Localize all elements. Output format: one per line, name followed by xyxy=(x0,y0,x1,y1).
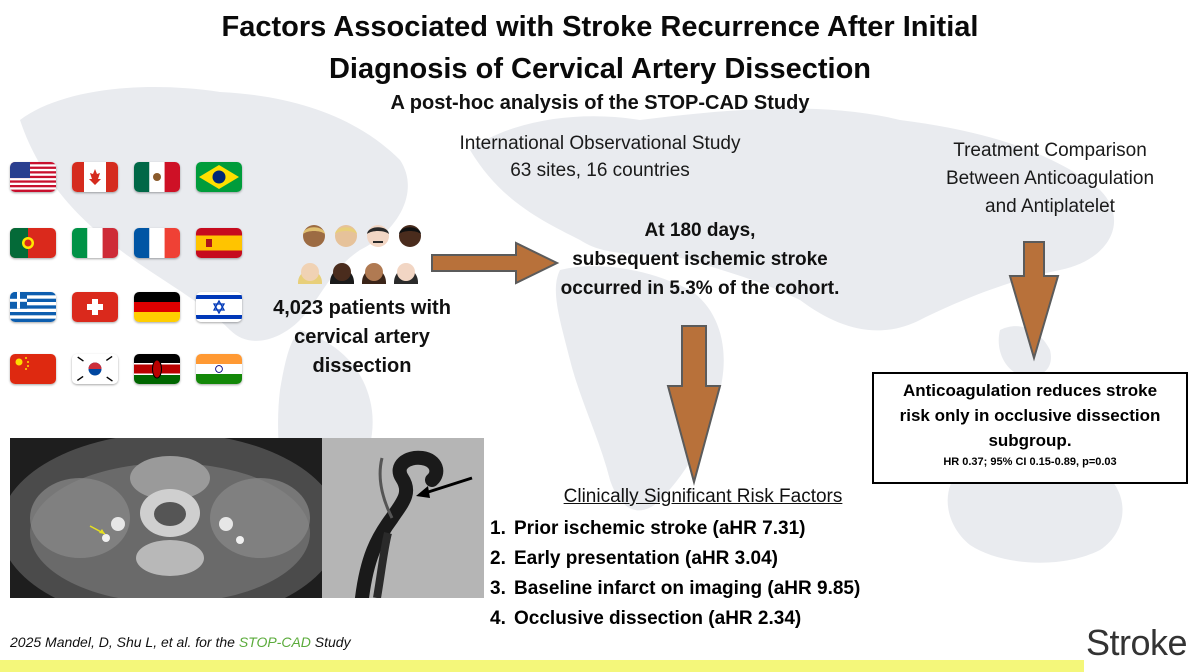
usa-flag xyxy=(10,162,56,192)
france-flag xyxy=(134,228,180,258)
china-flag xyxy=(10,354,56,384)
outcome-line-3: occurred in 5.3% of the cohort. xyxy=(560,278,840,299)
outcome-statement: At 180 days, subsequent ischemic stroke … xyxy=(520,216,880,303)
risk-factor-item: 4. Occlusive dissection (aHR 2.34) xyxy=(490,604,860,634)
italy-flag xyxy=(72,228,118,258)
germany-flag xyxy=(134,292,180,322)
person-icon xyxy=(361,263,387,284)
citation-authors: 2025 Mandel, D, Shu L, et al. for the xyxy=(10,634,239,650)
hazard-ratio-stats: HR 0.37; 95% CI 0.15-0.89, p=0.03 xyxy=(943,456,1117,468)
person-icon xyxy=(303,225,325,247)
risk-factor-label: Occlusive dissection (aHR 2.34) xyxy=(514,608,802,629)
spain-flag xyxy=(196,228,242,258)
risk-factor-item: 3. Baseline infarct on imaging (aHR 9.85) xyxy=(490,574,860,604)
outcome-line-1: At 180 days, xyxy=(644,220,756,241)
bottom-accent-bar xyxy=(0,660,1084,672)
risk-factor-item: 1. Prior ischemic stroke (aHR 7.31) xyxy=(490,514,860,544)
page-title: Factors Associated with Stroke Recurrenc… xyxy=(0,6,1200,90)
person-icon xyxy=(399,225,421,247)
south-korea-flag xyxy=(72,354,118,384)
treatment-comparison: Treatment Comparison Between Anticoagula… xyxy=(900,137,1200,221)
citation-suffix: Study xyxy=(310,634,351,650)
arrow-down-icon xyxy=(666,325,722,486)
ac-line-1: Anticoagulation reduces stroke xyxy=(902,381,1158,400)
india-flag xyxy=(196,354,242,384)
risk-factor-item: 2. Early presentation (aHR 3.04) xyxy=(490,544,860,574)
person-icon xyxy=(393,263,419,284)
person-icon xyxy=(329,263,355,284)
brazil-flag xyxy=(196,162,242,192)
risk-factors-list: 1. Prior ischemic stroke (aHR 7.31) 2. Ear… xyxy=(490,514,860,634)
study-line-2: 63 sites, 16 countries xyxy=(510,160,690,181)
outcome-line-2: subsequent ischemic stroke xyxy=(572,249,828,270)
risk-factors-heading: Clinically Significant Risk Factors xyxy=(563,486,843,507)
anticoagulation-result-box: Anticoagulation reduces stroke risk only… xyxy=(872,372,1188,484)
patients-line-2: cervical artery xyxy=(294,326,430,348)
anticoagulation-statement: Anticoagulation reduces stroke risk only… xyxy=(874,378,1186,453)
treatment-line-2: Between Anticoagulation xyxy=(945,168,1155,189)
patients-line-3: dissection xyxy=(312,355,412,377)
journal-logo: Stroke xyxy=(1086,622,1188,663)
ac-line-3: subgroup. xyxy=(988,431,1072,450)
risk-factor-number: 3. xyxy=(490,578,506,599)
mri-scan-image xyxy=(10,438,322,598)
citation: 2025 Mandel, D, Shu L, et al. for the ST… xyxy=(10,634,351,650)
canada-flag xyxy=(72,162,118,192)
arrow-right-icon xyxy=(431,241,560,285)
title-line-2: Diagnosis of Cervical Artery Dissection xyxy=(328,53,872,85)
subtitle: A post-hoc analysis of the STOP-CAD Stud… xyxy=(390,92,810,114)
study-description: International Observational Study 63 sit… xyxy=(380,130,820,184)
person-icon xyxy=(367,225,389,247)
portugal-flag xyxy=(10,228,56,258)
arrow-down-icon xyxy=(1008,241,1060,362)
kenya-flag xyxy=(134,354,180,384)
patients-line-1: 4,023 patients with xyxy=(273,297,451,319)
greece-flag xyxy=(10,292,56,322)
ac-line-2: risk only in occlusive dissection xyxy=(899,406,1161,425)
risk-factor-number: 1. xyxy=(490,518,506,539)
risk-factor-number: 2. xyxy=(490,548,506,569)
switzerland-flag xyxy=(72,292,118,322)
treatment-line-1: Treatment Comparison xyxy=(953,140,1147,161)
title-line-1: Factors Associated with Stroke Recurrenc… xyxy=(221,11,979,43)
angiogram-image xyxy=(322,438,484,598)
treatment-line-3: and Antiplatelet xyxy=(985,196,1115,217)
person-icon xyxy=(335,225,357,247)
risk-factor-label: Prior ischemic stroke (aHR 7.31) xyxy=(514,518,806,539)
risk-factor-label: Baseline infarct on imaging (aHR 9.85) xyxy=(514,578,861,599)
citation-study-name: STOP-CAD xyxy=(238,634,311,650)
risk-factor-number: 4. xyxy=(490,608,506,629)
mexico-flag xyxy=(134,162,180,192)
risk-factor-label: Early presentation (aHR 3.04) xyxy=(514,548,778,569)
person-icon xyxy=(297,263,323,284)
patient-count: 4,023 patients with cervical artery diss… xyxy=(252,294,472,381)
study-line-1: International Observational Study xyxy=(459,133,741,154)
israel-flag xyxy=(196,292,242,322)
